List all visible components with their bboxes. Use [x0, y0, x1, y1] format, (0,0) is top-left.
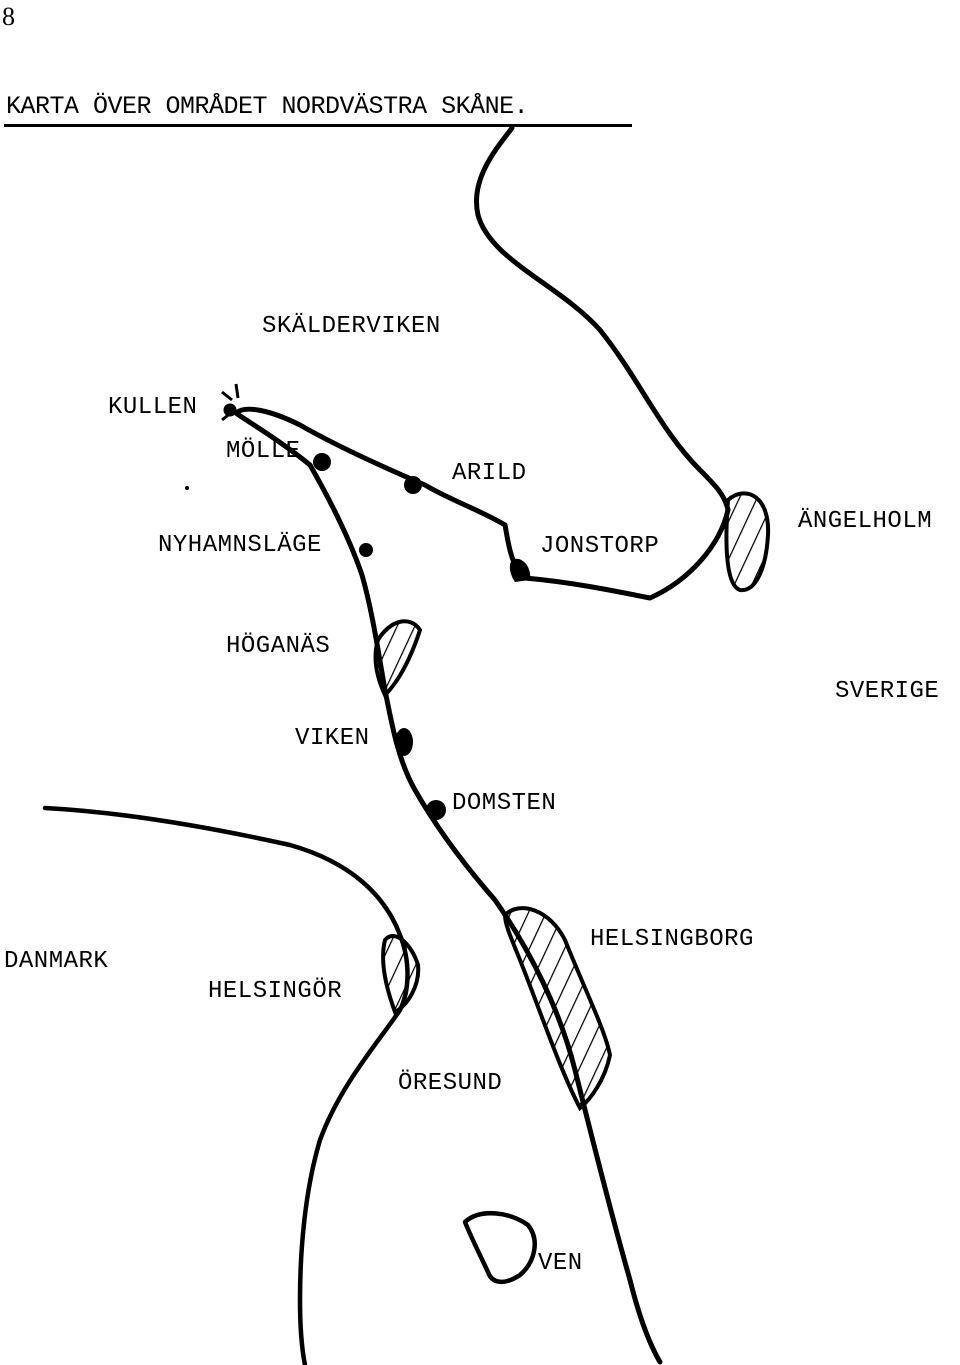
coastline-angelholm-bay [233, 406, 731, 601]
molle-dot-icon [313, 453, 331, 471]
label-arild: ARILD [452, 460, 527, 487]
stray-dot-icon [185, 486, 189, 490]
hoganas-town-area [373, 619, 423, 699]
coastline-denmark [42, 805, 410, 1365]
label-sverige: SVERIGE [835, 678, 940, 705]
domsten-dot-icon [426, 800, 446, 820]
label-ven: VEN [538, 1250, 583, 1277]
ven-island [462, 1210, 537, 1284]
label-danmark: DANMARK [4, 948, 109, 975]
viken-dot-icon [395, 728, 413, 756]
label-hoganas: HÖGANÄS [226, 633, 331, 660]
label-nyhamnslage: NYHAMNSLÄGE [158, 532, 322, 559]
label-oresund: ÖRESUND [398, 1070, 503, 1097]
coastline-skalderviken [474, 125, 731, 513]
arild-dot-icon [404, 476, 422, 494]
nyhamnslage-dot-icon [359, 543, 373, 557]
angelholm-town-area [724, 491, 771, 593]
label-helsingborg: HELSINGBORG [590, 926, 754, 953]
label-kullen: KULLEN [108, 394, 198, 421]
label-angelholm: ÄNGELHOLM [798, 508, 933, 535]
title-underline [4, 124, 632, 127]
label-skalderviken: SKÄLDERVIKEN [262, 313, 441, 340]
coastline-oresund-sweden [307, 462, 663, 1365]
kullen-lighthouse-icon [221, 383, 240, 422]
map-title: KARTA ÖVER OMRÅDET NORDVÄSTRA SKÅNE. [6, 92, 529, 121]
page-number: 8 [2, 2, 15, 31]
label-viken: VIKEN [295, 725, 370, 752]
label-jonstorp: JONSTORP [540, 533, 660, 560]
label-molle: MÖLLE [226, 438, 301, 465]
jonstorp-dot-icon [509, 558, 531, 582]
helsingborg-town-area [502, 906, 613, 1112]
label-helsingor: HELSINGÖR [208, 978, 343, 1005]
label-domsten: DOMSTEN [452, 790, 557, 817]
helsingor-town-area [381, 934, 421, 1015]
